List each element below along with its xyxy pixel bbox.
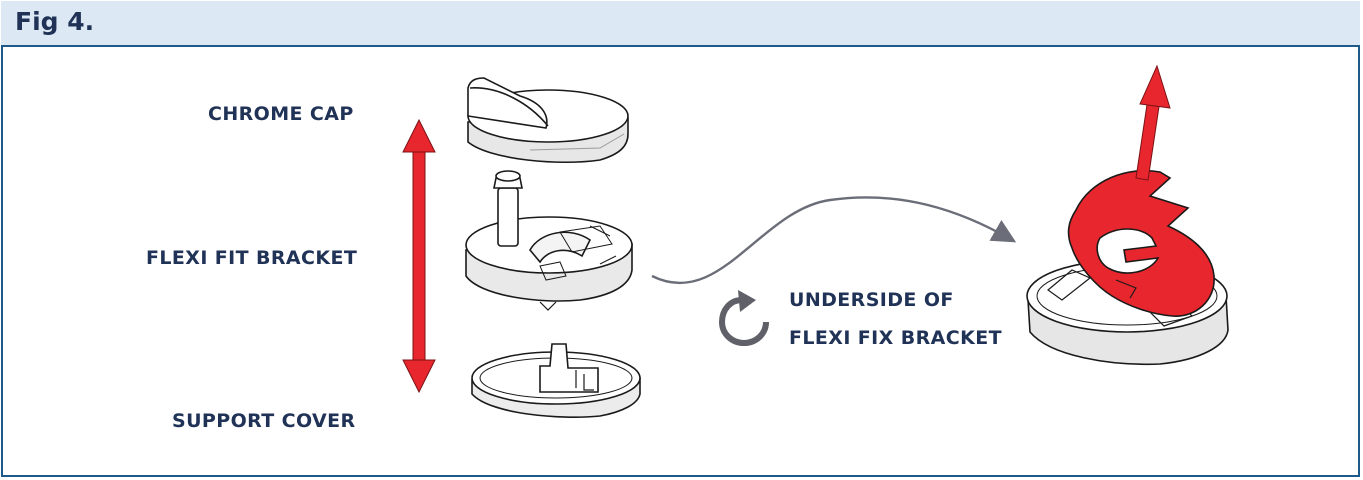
- underside-bracket-part: [1027, 171, 1228, 365]
- flexi-fit-bracket-part: [466, 171, 632, 310]
- support-cover-part: [472, 344, 640, 417]
- chrome-cap-part: [468, 78, 628, 162]
- rotate-icon: [722, 290, 766, 343]
- lift-up-arrow: [1136, 66, 1170, 180]
- connector-curve-arrow: [652, 197, 1012, 283]
- vertical-double-arrow: [403, 120, 435, 392]
